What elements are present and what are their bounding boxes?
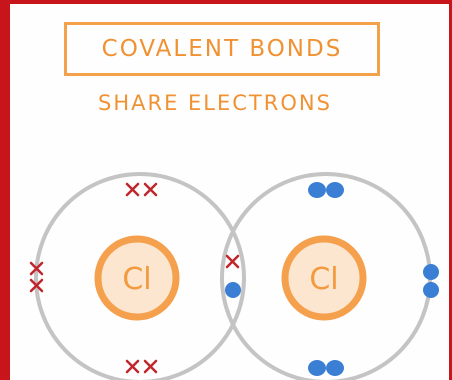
electron-cross: [29, 261, 44, 276]
right-atom-symbol: Cl: [309, 262, 338, 297]
electron-dot: [423, 282, 439, 298]
electron-cross: [225, 254, 240, 269]
subtitle: Share Electrons: [98, 91, 332, 115]
electron-dot: [308, 182, 326, 198]
electron-cross: [143, 182, 158, 197]
electron-dot: [308, 360, 326, 376]
electron-cross: [29, 278, 44, 293]
right-nucleus: Cl: [281, 235, 367, 321]
electron-dot: [326, 360, 344, 376]
left-nucleus: Cl: [94, 235, 180, 321]
electron-dot: [225, 282, 241, 298]
title-box: Covalent Bonds: [64, 22, 380, 76]
electron-dot: [423, 264, 439, 280]
left-atom-shell: [34, 172, 246, 380]
electron-dot: [326, 182, 344, 198]
left-atom-symbol: Cl: [122, 262, 151, 297]
electron-cross: [143, 359, 158, 374]
title: Covalent Bonds: [101, 36, 343, 62]
electron-cross: [125, 359, 140, 374]
electron-cross: [125, 182, 140, 197]
